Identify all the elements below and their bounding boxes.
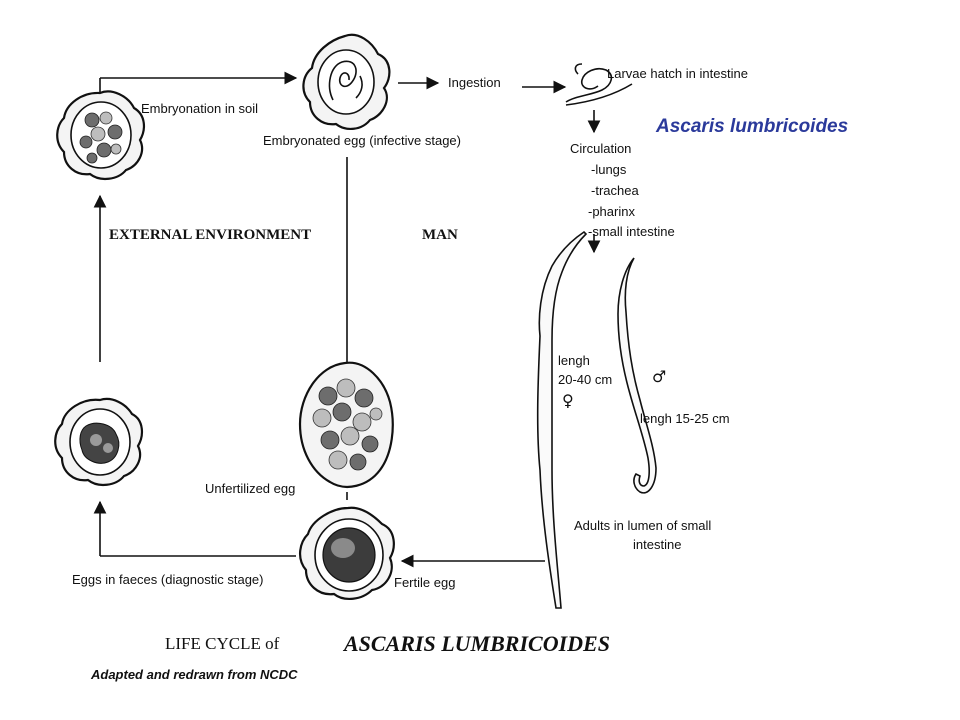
larvae-hatch-label: Larvae hatch in intestine <box>607 66 748 81</box>
fertile-egg-illustration <box>299 506 395 600</box>
footer-credit: Adapted and redrawn from NCDC <box>91 667 298 682</box>
male-length-label: lengh 15-25 cm <box>640 411 730 426</box>
adults-label-line2: intestine <box>633 537 682 552</box>
embryonation-label: Embryonation in soil <box>141 101 259 116</box>
unfertilized-egg-label: Unfertilized egg <box>205 481 296 496</box>
footer-title-prefix: LIFE CYCLE of <box>165 634 280 653</box>
embryonated-egg-illustration <box>302 33 391 130</box>
female-symbol: ♀ <box>562 391 574 410</box>
adults-label-line1: Adults in lumen of small <box>574 518 712 533</box>
pharinx-label: -pharinx <box>588 204 635 219</box>
fertile-egg-label: Fertile egg <box>394 575 456 590</box>
male-worm-illustration <box>617 257 657 494</box>
female-length-value: 20-40 cm <box>558 372 613 387</box>
unfertilized-egg-illustration <box>298 361 394 488</box>
ingestion-label: Ingestion <box>448 75 501 90</box>
male-symbol: ♂ <box>652 367 667 386</box>
embryonating-egg-illustration <box>56 90 146 180</box>
external-environment-label: EXTERNAL ENVIRONMENT <box>109 227 312 243</box>
footer-title-species: ASCARIS LUMBRICOIDES <box>344 631 610 656</box>
small-intestine-label: -small intestine <box>588 224 675 239</box>
embryonated-egg-label: Embryonated egg (infective stage) <box>263 133 461 148</box>
female-length-label: lengh <box>558 353 590 368</box>
larva-illustration <box>565 63 633 106</box>
species-title: Ascaris lumbricoides <box>656 116 849 137</box>
man-label: MAN <box>422 227 458 243</box>
trachea-label: -trachea <box>591 183 639 198</box>
faeces-egg-illustration <box>54 397 144 486</box>
eggs-faeces-label: Eggs in faeces (diagnostic stage) <box>72 572 264 587</box>
lungs-label: -lungs <box>591 162 627 177</box>
female-worm-illustration <box>536 230 588 609</box>
circulation-label: Circulation <box>570 141 632 156</box>
